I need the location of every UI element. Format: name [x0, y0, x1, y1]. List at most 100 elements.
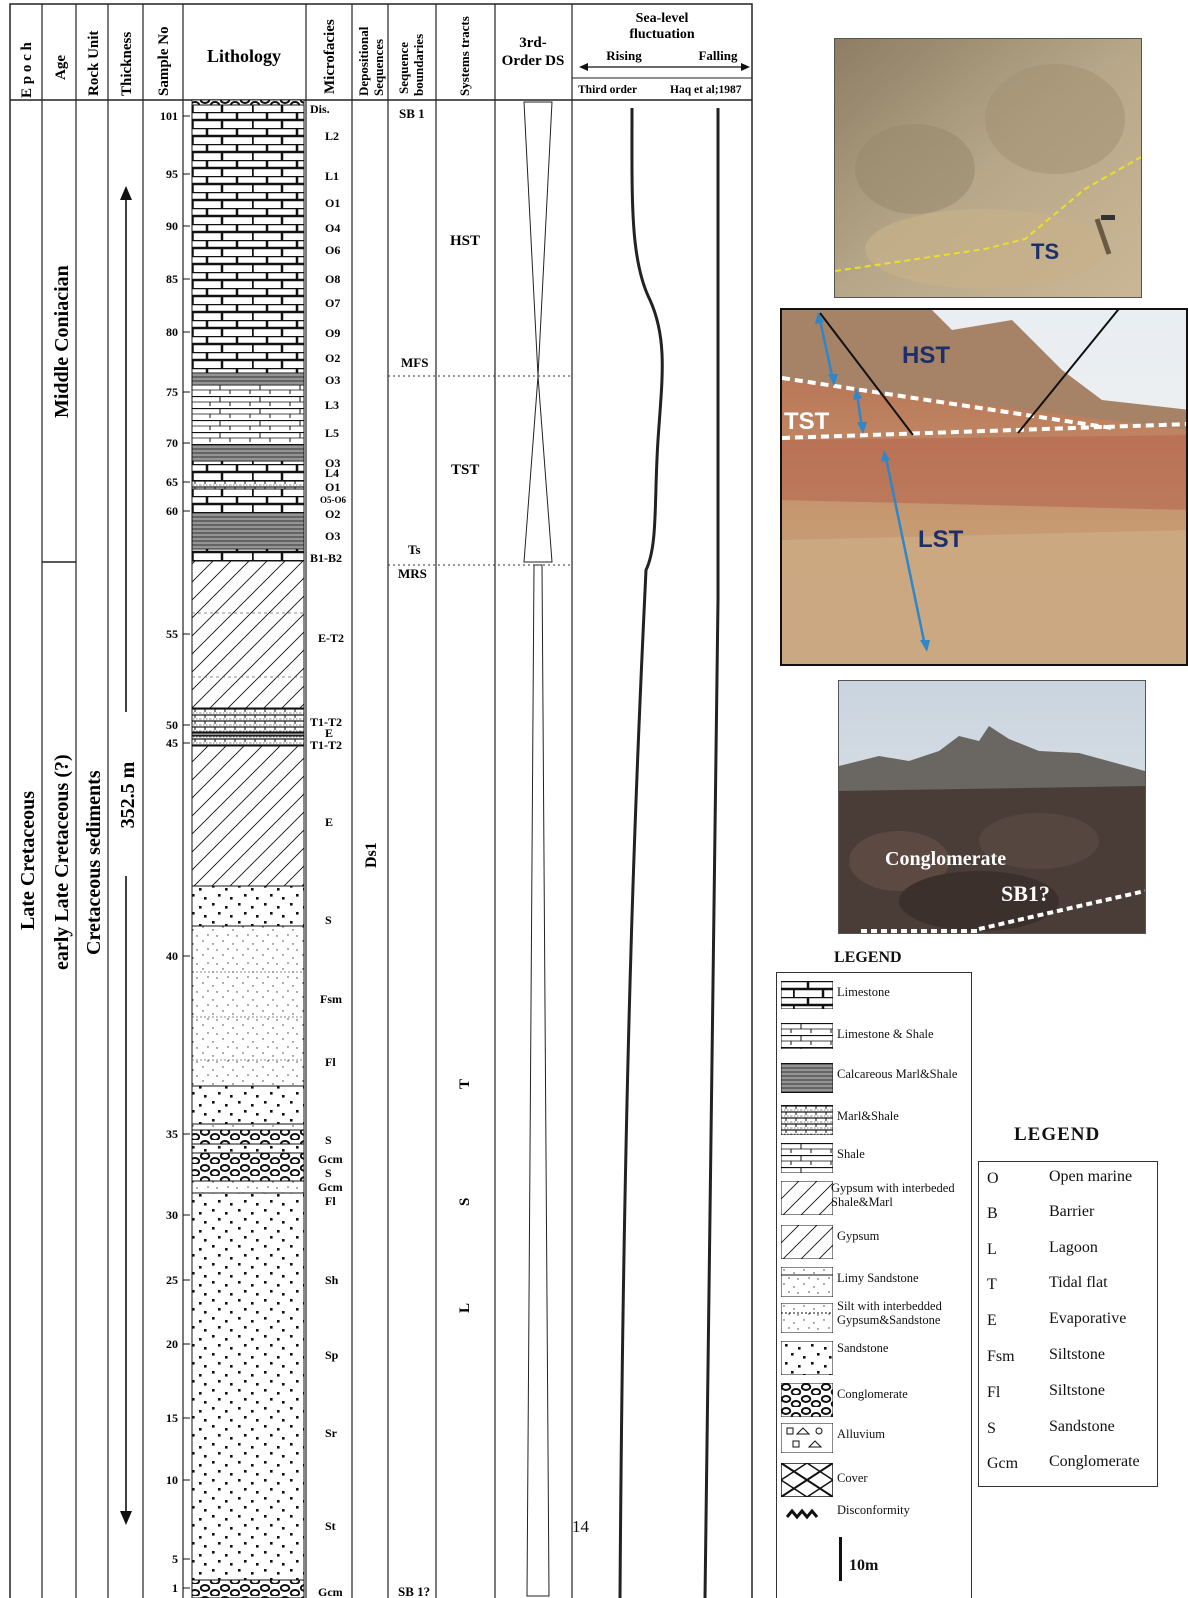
- systems-tract-label: TST: [451, 462, 479, 478]
- header-rising: Rising: [606, 48, 642, 63]
- lithology-layer-conglomerate: [191, 1129, 305, 1145]
- header-sequences: Sequences: [371, 39, 386, 96]
- sequence-boundary-label: SB 1?: [398, 1584, 430, 1598]
- age-value-upper: Middle Coniacian: [51, 265, 73, 418]
- photo-label-ts: TS: [1031, 239, 1060, 264]
- microfacies-label: O4: [325, 221, 340, 235]
- systems-tract-label: S: [457, 1198, 473, 1206]
- microfacies-legend-title: LEGEND: [1014, 1124, 1101, 1145]
- header-microfacies: Microfacies: [322, 19, 338, 94]
- systems-tract-label: HST: [450, 233, 480, 249]
- microfacies-label: Fl: [325, 1194, 336, 1208]
- lithology-layer-tidal: [191, 735, 305, 747]
- sample-tick: 55: [166, 627, 178, 641]
- header-third-order: Third order: [578, 84, 637, 96]
- legend-label: Cover: [837, 1471, 868, 1485]
- legend2-code: O: [987, 1170, 999, 1187]
- header-thickness: Thickness: [119, 32, 135, 96]
- legend-item-gypsum-interbedded: Gypsum with interbeded Shale&Marl: [777, 1177, 973, 1215]
- gypsum-swatch: [781, 1225, 833, 1259]
- scale-bar: [839, 1537, 842, 1581]
- page-number: 14: [572, 1517, 589, 1536]
- legend-item-calcareous-marl: Calcareous Marl&Shale: [777, 1059, 973, 1097]
- photo-label-lst: LST: [918, 526, 964, 553]
- sample-tick: 95: [166, 167, 178, 181]
- header-sample-no: Sample No: [156, 26, 172, 96]
- header-systems-tracts: Systems tracts: [457, 16, 472, 96]
- lithology-layer-gypsum: [191, 745, 305, 887]
- lithology-layer-sandstone: [191, 1085, 305, 1125]
- lst-wedge: [526, 564, 550, 1597]
- third-order-ds: [523, 101, 553, 1597]
- limestone-shale-swatch: [781, 1023, 833, 1049]
- sequence-boundary-label: Ts: [408, 542, 421, 557]
- systems-tract-label: L: [457, 1303, 473, 1313]
- legend-label: Shale: [837, 1147, 865, 1161]
- microfacies-label: L1: [325, 169, 339, 183]
- lithology-layer-tidal: [191, 707, 305, 733]
- legend2-name: Evaporative: [1049, 1310, 1127, 1327]
- sample-tick: 30: [166, 1208, 178, 1222]
- sample-tick: 85: [166, 272, 178, 286]
- microfacies-label: Gcm: [318, 1585, 343, 1598]
- legend-item-limestone-shale: Limestone & Shale: [777, 1019, 973, 1057]
- header-boundaries: boundaries: [411, 34, 426, 96]
- sequence-boundaries: SB 1 MFS Ts MRS SB 1?: [388, 106, 572, 1598]
- photo-label-tst: TST: [784, 408, 830, 435]
- microfacies-label: Sh: [325, 1273, 339, 1287]
- sample-tick: 15: [166, 1411, 178, 1425]
- photo-label-sb1: SB1?: [1001, 881, 1050, 906]
- legend-label: Gypsum: [837, 1229, 880, 1243]
- sample-tick: 5: [172, 1552, 178, 1566]
- legend2-code: L: [987, 1241, 997, 1258]
- microfacies-label: O3: [325, 456, 340, 470]
- legend2-code: B: [987, 1205, 998, 1222]
- legend-item-limestone: Limestone: [777, 977, 973, 1015]
- legend-item-marl-shale: Marl&Shale: [777, 1101, 973, 1139]
- sequence-boundary-label: MRS: [398, 566, 427, 581]
- legend-label: Limestone: [837, 985, 890, 999]
- legend2-name: Lagoon: [1049, 1239, 1098, 1256]
- microfacies-label: B1-B2: [310, 551, 342, 565]
- sample-tick: 20: [166, 1337, 178, 1351]
- legend-label: Marl&Shale: [837, 1109, 899, 1123]
- scale-label: 10m: [849, 1557, 879, 1574]
- photo-label-hst: HST: [902, 342, 950, 369]
- legend2-code: T: [987, 1276, 997, 1293]
- limestone-swatch: [781, 981, 833, 1009]
- lithology-column: [191, 99, 305, 1598]
- disconformity-swatch: [785, 1508, 819, 1520]
- calcareous-marl-swatch: [781, 1063, 833, 1093]
- microfacies-label: O3: [325, 373, 340, 387]
- legend-label: Limy Sandstone: [837, 1271, 919, 1285]
- legend2-name: Siltstone: [1049, 1346, 1106, 1363]
- stratigraphic-column: E p o c h Age Rock Unit Thickness Sample…: [9, 3, 753, 1598]
- thickness-arrowhead-bottom: [120, 1511, 132, 1525]
- systems-tracts: HST TST T S L: [450, 233, 480, 1313]
- legend-label: Limestone & Shale: [837, 1027, 934, 1041]
- microfacies-label: S: [325, 913, 332, 927]
- microfacies-label: S: [325, 1133, 332, 1147]
- rising-arrowhead: [579, 63, 588, 71]
- sequence-boundary-label: MFS: [401, 355, 428, 370]
- legend2-row: L Lagoon: [979, 1233, 1159, 1269]
- header-fluctuation: fluctuation: [629, 27, 695, 42]
- legend-item-gypsum: Gypsum: [777, 1221, 973, 1259]
- microfacies-label: T1-T2: [310, 715, 342, 729]
- microfacies-label: O2: [325, 351, 340, 365]
- header-sea-level: Sea-level: [636, 11, 689, 26]
- microfacies-label: Gcm: [318, 1152, 343, 1166]
- sample-axis: 101 95 90 85 80 75 70 65 60 55 50 45 40 …: [160, 109, 190, 1595]
- lithology-layer-siltstone: [191, 1180, 305, 1194]
- microfacies-label: O2: [325, 507, 340, 521]
- microfacies-label: L5: [325, 426, 339, 440]
- lithology-layer-siltstone: [191, 1123, 305, 1131]
- third-order-curve: [618, 107, 664, 1598]
- age-value-lower: early Late Cretaceous (?): [51, 754, 73, 970]
- thickness-arrowhead-top: [120, 186, 132, 200]
- legend2-code: Fl: [987, 1384, 1001, 1401]
- sample-tick: 10: [166, 1473, 178, 1487]
- microfacies-label: Fsm: [320, 992, 342, 1006]
